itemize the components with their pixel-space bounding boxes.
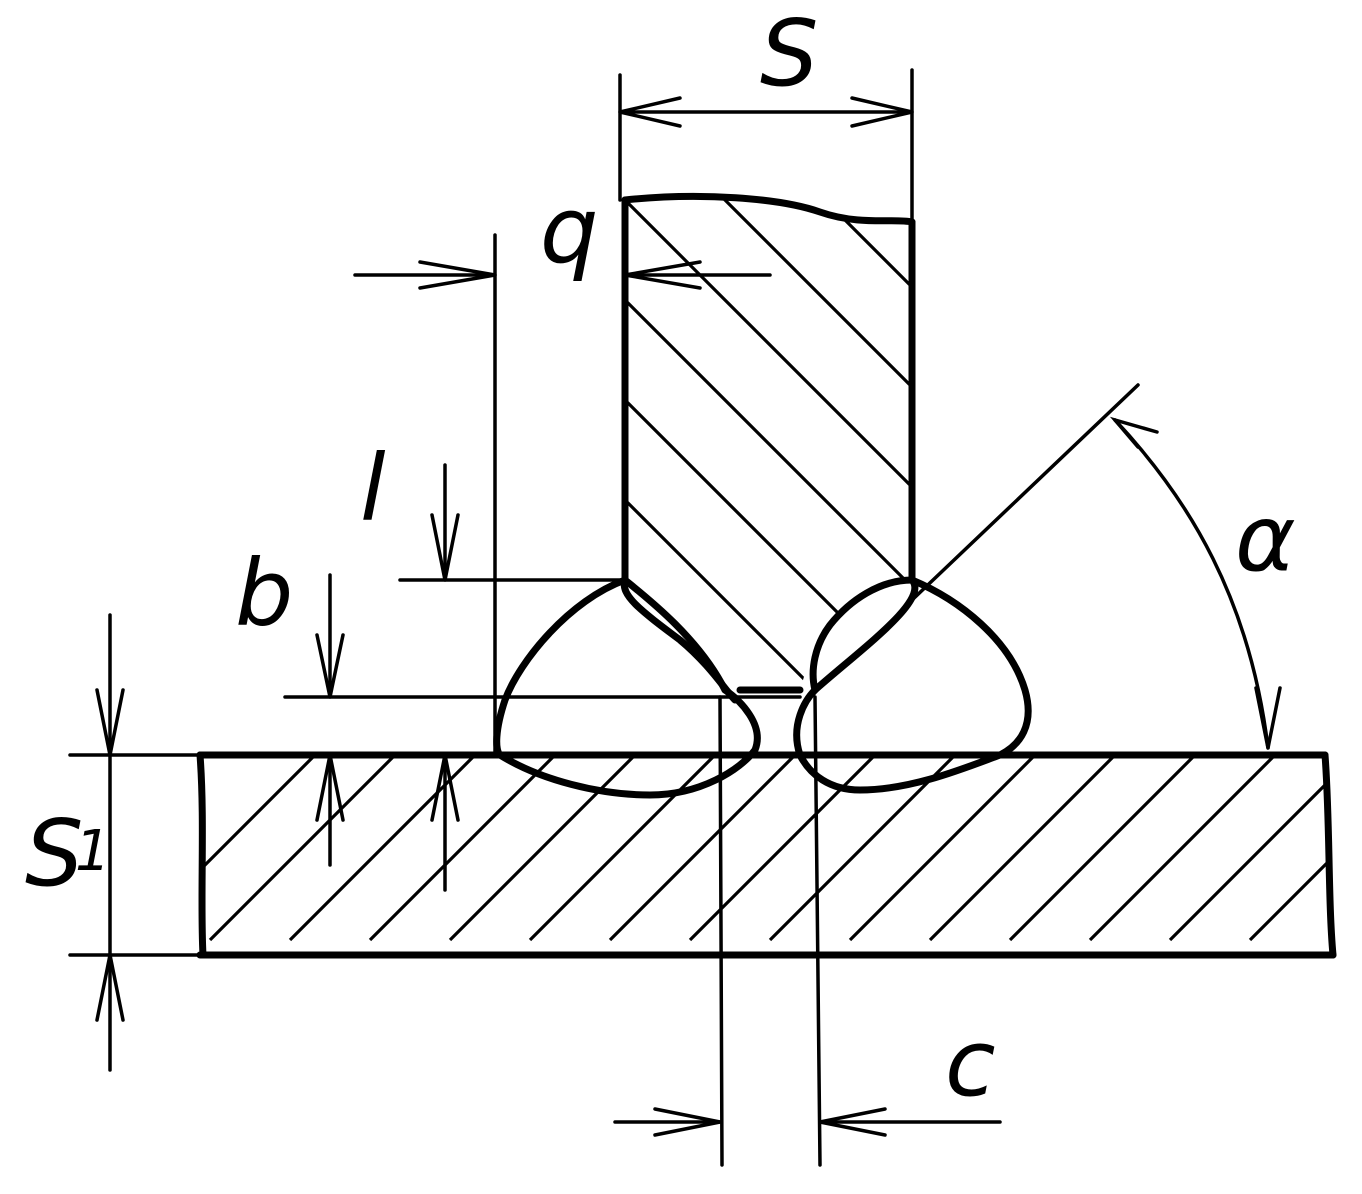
dimension-l: l [360,435,627,892]
label-c: c [945,1010,996,1117]
label-s: S [760,0,818,107]
label-l: l [360,435,386,542]
left-weld-bead [493,576,761,799]
label-q: q [540,177,598,284]
vertical-plate-hatching [625,197,912,690]
label-b: b [235,540,293,647]
right-weld-bead [793,576,1032,794]
dimension-s: S [618,0,914,224]
dimension-b: b [235,540,802,867]
label-s1: S [25,800,83,907]
label-alpha: α [1235,485,1296,592]
dimension-q: q [353,177,772,757]
vertical-plate [620,192,916,704]
dimension-s1: S 1 [25,613,202,1072]
dimension-alpha: α [910,383,1296,750]
label-s1-subscript: 1 [75,819,111,884]
dimension-c: c [613,695,1002,1167]
horizontal-plate [196,751,1337,959]
horizontal-plate-hatching [200,755,1333,942]
